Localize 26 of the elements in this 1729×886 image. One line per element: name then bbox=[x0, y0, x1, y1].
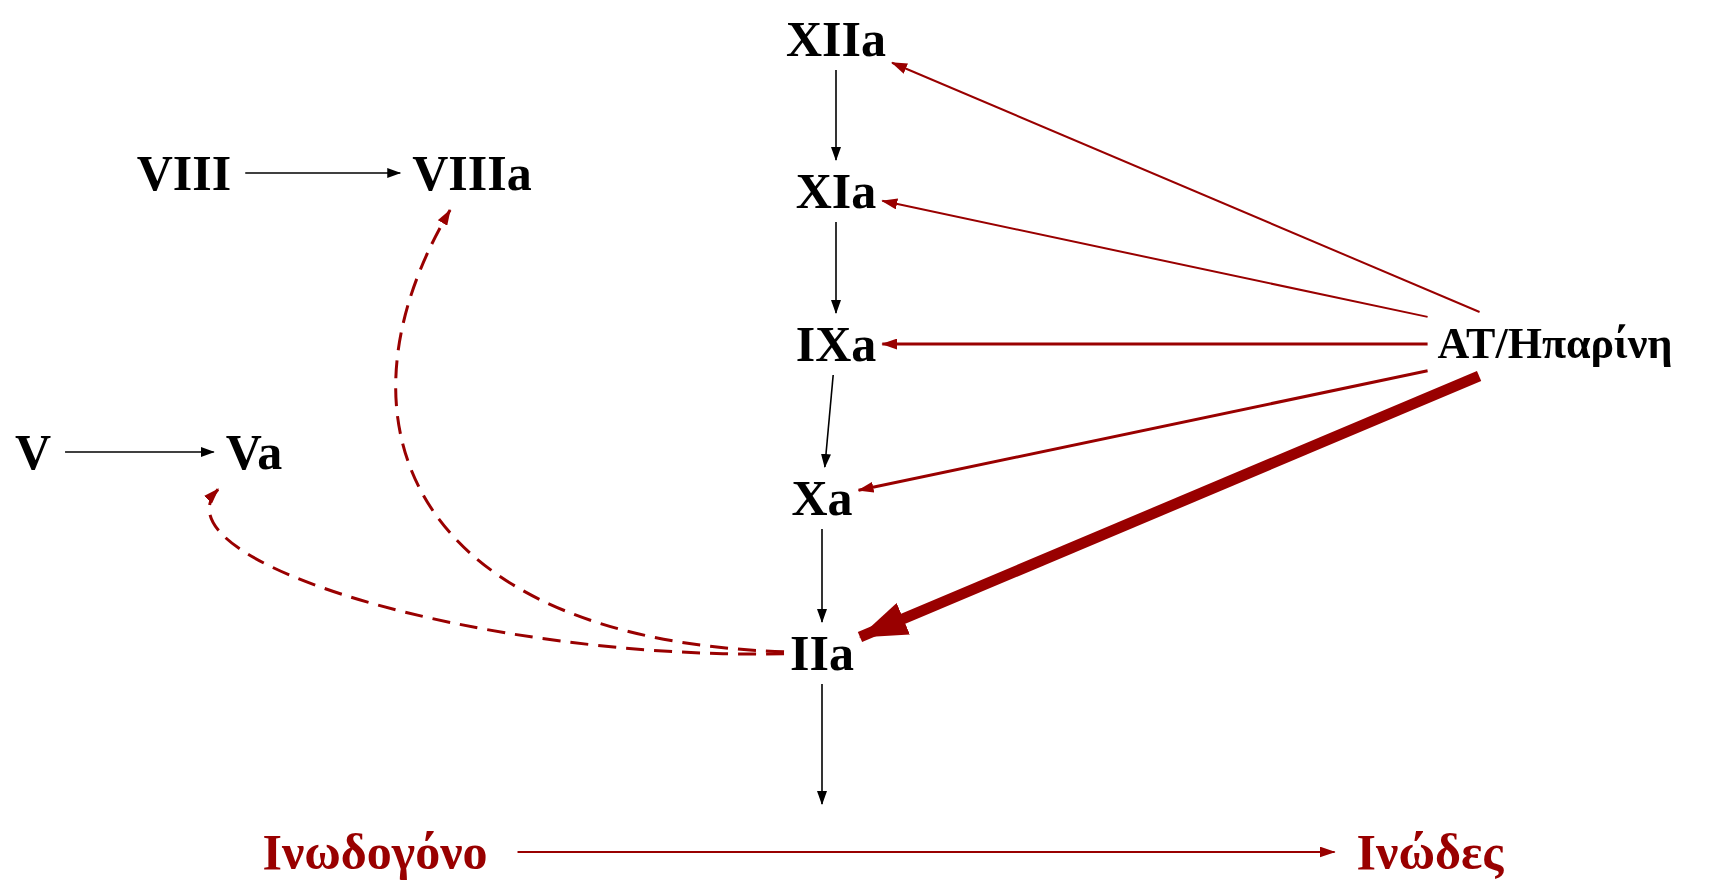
arrow bbox=[857, 370, 1482, 643]
factor-label: V bbox=[14, 427, 52, 477]
factor-label: XIIa bbox=[786, 14, 886, 64]
arrow bbox=[817, 683, 827, 805]
factor-label: Xa bbox=[791, 473, 853, 523]
arrow bbox=[821, 374, 834, 468]
arrow bbox=[831, 221, 841, 314]
dashed-arrow bbox=[206, 488, 785, 656]
arrow bbox=[857, 369, 1428, 493]
factor-label: Ινώδες bbox=[1356, 827, 1504, 877]
arrow bbox=[64, 447, 215, 457]
arrow bbox=[881, 198, 1429, 318]
factor-label: VIII bbox=[136, 148, 232, 198]
arrow bbox=[516, 846, 1336, 858]
factor-label: AT/Ηπαρίνη bbox=[1437, 322, 1673, 366]
factor-label: VIIIa bbox=[412, 148, 532, 198]
factor-label: Va bbox=[225, 427, 283, 477]
dashed-arrow bbox=[394, 209, 785, 654]
arrow bbox=[881, 338, 1428, 350]
arrow bbox=[891, 61, 1481, 313]
arrow bbox=[817, 528, 827, 623]
factor-label: IIa bbox=[790, 628, 854, 678]
factor-label: XIa bbox=[795, 166, 877, 216]
arrow bbox=[831, 69, 841, 161]
arrow bbox=[244, 168, 402, 178]
factor-label: IXa bbox=[795, 319, 877, 369]
